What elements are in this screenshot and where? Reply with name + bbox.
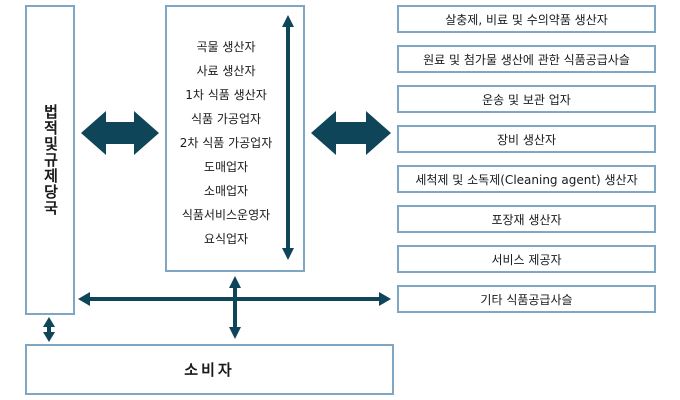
bottom-horizontal-arrow-head-left xyxy=(78,292,90,306)
chain-item: 소매업자 xyxy=(203,184,249,198)
supplier-box: 세척제 및 소독제(Cleaning agent) 생산자 xyxy=(397,165,656,193)
chain-flow-arrow-head-top xyxy=(282,15,294,27)
chain-consumer-arrow-head-top xyxy=(229,276,241,288)
chain-flow-arrow-head-bottom xyxy=(282,248,294,260)
chain-item: 1차 식품 생산자 xyxy=(185,88,267,102)
chain-item: 요식업자 xyxy=(203,232,249,246)
supplier-box: 원료 및 첨가물 생산에 관한 식품공급사슬 xyxy=(397,45,656,73)
supplier-box: 포장재 생산자 xyxy=(397,205,656,233)
food-chain-operators-list: 곡물 생산자 사료 생산자 1차 식품 생산자 식품 가공업자 2차 식품 가공… xyxy=(167,35,285,251)
double-arrow-authority-chain xyxy=(81,111,159,155)
chain-item: 2차 식품 가공업자 xyxy=(179,136,273,150)
authority-consumer-arrow-head-bottom xyxy=(43,332,55,342)
chain-item: 식품서비스운영자 xyxy=(181,208,271,222)
legal-regulatory-authority-label: 법적및규제당국 xyxy=(41,104,60,216)
supplier-box: 운송 및 보관 업자 xyxy=(397,85,656,113)
chain-consumer-arrow-head-bottom xyxy=(229,327,241,339)
chain-item: 식품 가공업자 xyxy=(190,112,262,126)
consumer-box: 소비자 xyxy=(25,344,394,395)
supplier-box: 장비 생산자 xyxy=(397,125,656,153)
chain-item: 곡물 생산자 xyxy=(196,40,256,54)
legal-regulatory-authority-box: 법적및규제당국 xyxy=(25,5,75,315)
supplier-box: 기타 식품공급사슬 xyxy=(397,285,656,313)
supplier-box: 서비스 제공자 xyxy=(397,245,656,273)
double-arrow-chain-suppliers xyxy=(311,111,391,155)
chain-item: 도매업자 xyxy=(203,160,249,174)
supplier-box: 살충제, 비료 및 수의약품 생산자 xyxy=(397,5,656,33)
consumer-label: 소비자 xyxy=(184,361,235,379)
bottom-horizontal-arrow-head-right xyxy=(379,292,391,306)
chain-item: 사료 생산자 xyxy=(196,64,256,78)
food-chain-operators-box: 곡물 생산자 사료 생산자 1차 식품 생산자 식품 가공업자 2차 식품 가공… xyxy=(165,5,305,272)
authority-consumer-arrow-head-top xyxy=(43,317,55,327)
